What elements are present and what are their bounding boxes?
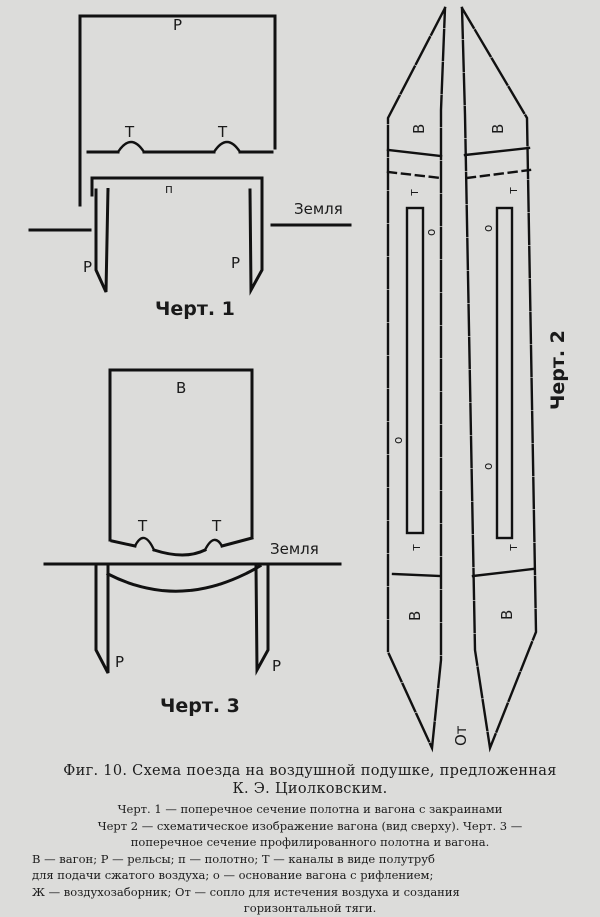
left-car-outline [386,6,447,753]
left-car-front-divider-2 [386,170,443,180]
caption-title-line-2: К. Э. Циолковским. [232,781,388,797]
label-o-top-right: о [481,225,495,232]
wagon-body-outline-3 [108,368,254,542]
label-Ot: От [452,725,470,746]
label-R-left-1: Р [83,258,92,276]
right-car-slot [495,206,514,540]
wagon-body-outline [78,14,277,207]
track-curve-3 [105,563,263,593]
caption-line-4: В — вагон; Р — рельсы; п — полотно; Т — … [32,851,435,866]
label-B-bottom-right: В [498,610,516,620]
rail-right [248,188,264,296]
track-bed [90,176,264,202]
drawing-3-caption: Черт. 3 [160,695,240,717]
caption-line-1: Черт. 1 — поперечное сечение полотна и в… [117,802,503,816]
channel-right [212,140,242,154]
drawing-3 [43,368,342,676]
label-o-top-left: о [424,229,438,236]
drawing-1 [28,14,352,296]
left-car-slot [405,206,425,535]
wagon-floor-3 [110,536,254,557]
label-ground-1: Земля [294,200,343,218]
caption-line-2: Черт 2 — схематическое изображение вагон… [97,818,523,833]
caption-title-line-1: Фиг. 10. Схема поезда на воздушной подуш… [63,763,557,779]
label-o-mid-left: о [391,437,405,444]
rail-left-3 [94,564,110,674]
label-T-left-3: Т [137,517,148,535]
channel-left [116,140,146,154]
label-T-bottom-left: т [409,544,423,551]
caption-line-7: горизонтальной тяги. [243,901,377,915]
label-B-3: В [176,379,186,397]
label-T-top-right: т [506,187,520,194]
label-T-top-left: т [407,189,421,196]
figure-caption: Фиг. 10. Схема поезда на воздушной подуш… [30,762,590,917]
right-car-front-divider-2 [465,168,532,180]
label-R-right-1: Р [231,254,240,272]
right-car-front-divider [463,146,531,157]
drawing-2 [386,6,538,753]
label-o-mid-right: о [481,463,495,470]
drawing-1-caption: Черт. 1 [155,298,235,320]
caption-line-6: Ж — воздухозаборник; От — сопло для исте… [32,884,460,899]
rail-left [94,187,110,293]
label-T-right-3: Т [211,517,222,535]
left-car-front-divider [386,148,443,158]
drawing-2-caption: Черт. 2 [547,330,569,410]
label-ground-3: Земля [270,540,319,558]
label-T-left: Т [124,123,135,141]
channel-right-3 [203,538,224,552]
rail-right-3 [254,564,270,676]
label-R-left-3: Р [115,653,124,671]
label-B-top-left: В [410,124,428,134]
right-car-rear-divider [471,567,535,578]
label-P-top: Р [173,16,182,34]
label-pi: п [165,182,173,196]
left-car-rear-divider [391,572,442,578]
label-T-right: Т [217,123,228,141]
right-car-outline [460,6,538,753]
channel-left-3 [133,536,156,552]
caption-line-5: для подачи сжатого воздуха; о — основани… [32,868,434,882]
label-T-bottom-right: т [506,544,520,551]
label-B-top-right: В [489,124,507,134]
label-R-right-3: Р [272,657,281,675]
label-B-bottom-left: В [406,611,424,621]
caption-line-3: поперечное сечение профилированного поло… [130,835,490,849]
